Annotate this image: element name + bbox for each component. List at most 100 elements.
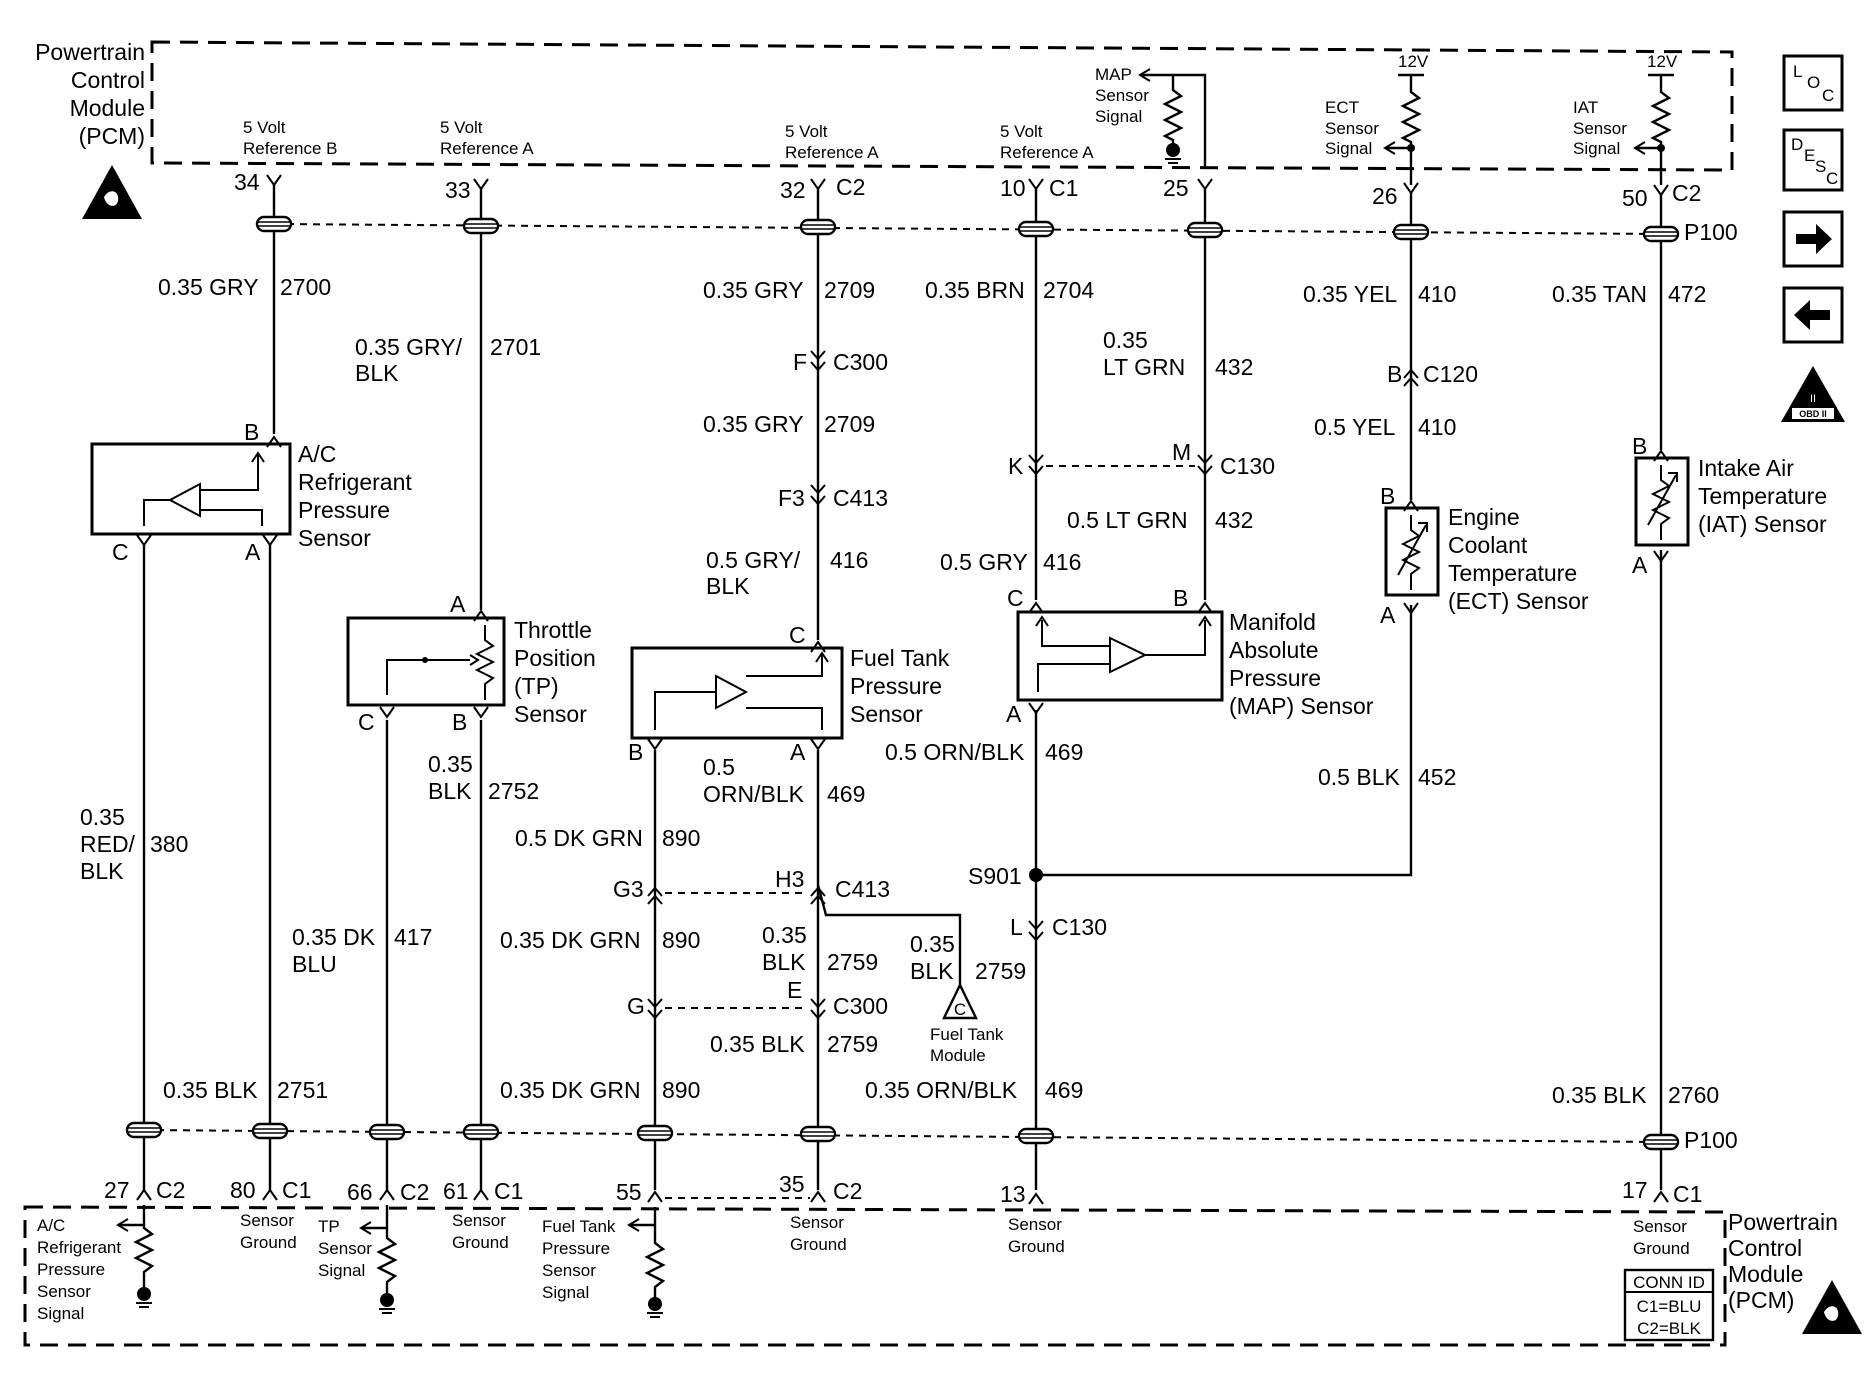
svg-text:BLK: BLK xyxy=(80,858,124,884)
svg-text:0.35 ORN/BLK: 0.35 ORN/BLK xyxy=(865,1077,1018,1103)
ac-pressure-sensor: A/C Refrigerant Pressure Sensor B C A xyxy=(90,419,412,565)
svg-text:B: B xyxy=(1380,483,1395,509)
svg-text:TP: TP xyxy=(318,1217,340,1236)
svg-text:Signal: Signal xyxy=(542,1283,589,1302)
svg-text:472: 472 xyxy=(1668,281,1706,307)
svg-text:Pressure: Pressure xyxy=(37,1260,105,1279)
svg-text:Signal: Signal xyxy=(1573,139,1620,158)
desc-button[interactable]: D E S C xyxy=(1782,128,1844,192)
svg-text:0.35 BRN: 0.35 BRN xyxy=(925,277,1025,303)
svg-text:0.35 GRY/: 0.35 GRY/ xyxy=(355,334,463,360)
svg-text:0.5 BLK: 0.5 BLK xyxy=(1318,764,1400,790)
svg-text:13: 13 xyxy=(1000,1181,1026,1207)
svg-text:Module: Module xyxy=(930,1046,986,1065)
loc-button[interactable]: L O C xyxy=(1782,54,1844,112)
top-pin-labels: 34 33 32 C2 10 C1 25 26 50 C2 P100 xyxy=(234,169,1738,245)
svg-text:G3: G3 xyxy=(613,876,644,902)
pcm-bottom-box xyxy=(23,1205,1727,1347)
svg-text:0.35 BLK: 0.35 BLK xyxy=(163,1077,258,1103)
svg-text:410: 410 xyxy=(1418,281,1456,307)
svg-text:B: B xyxy=(628,739,643,765)
svg-text:Refrigerant: Refrigerant xyxy=(37,1238,121,1257)
svg-text:0.35: 0.35 xyxy=(80,804,125,830)
svg-text:P100: P100 xyxy=(1684,219,1738,245)
svg-text:0.35 GRY: 0.35 GRY xyxy=(158,274,259,300)
svg-text:Control: Control xyxy=(1728,1235,1802,1261)
svg-text:A/C: A/C xyxy=(37,1216,65,1235)
svg-text:Sensor: Sensor xyxy=(318,1239,372,1258)
ect-sensor: Engine Coolant Temperature (ECT) Sensor … xyxy=(1380,483,1589,628)
obd-ii-button[interactable]: II OBD II xyxy=(1781,366,1845,422)
svg-text:C130: C130 xyxy=(1052,914,1107,940)
svg-text:C2: C2 xyxy=(833,1178,862,1204)
svg-text:A: A xyxy=(450,591,466,617)
svg-text:17: 17 xyxy=(1622,1177,1648,1203)
svg-text:A/C: A/C xyxy=(298,441,336,467)
svg-text:Sensor: Sensor xyxy=(298,525,371,551)
svg-text:(ECT) Sensor: (ECT) Sensor xyxy=(1448,588,1589,614)
svg-text:F3: F3 xyxy=(778,485,805,511)
svg-text:C2: C2 xyxy=(400,1179,429,1205)
svg-text:34: 34 xyxy=(234,169,260,195)
pcm-top-box xyxy=(150,40,1734,172)
svg-text:0.35: 0.35 xyxy=(1103,327,1148,353)
svg-text:35: 35 xyxy=(779,1171,805,1197)
svg-text:469: 469 xyxy=(1045,739,1083,765)
svg-text:C413: C413 xyxy=(833,485,888,511)
svg-text:12V: 12V xyxy=(1647,52,1678,71)
svg-text:5 Volt: 5 Volt xyxy=(243,118,286,137)
svg-text:0.35 BLK: 0.35 BLK xyxy=(710,1031,805,1057)
svg-text:O: O xyxy=(1807,73,1820,92)
svg-text:Sensor: Sensor xyxy=(790,1213,844,1232)
svg-text:A: A xyxy=(245,539,261,565)
svg-text:Fuel Tank: Fuel Tank xyxy=(930,1025,1004,1044)
svg-text:BLK: BLK xyxy=(762,949,806,975)
svg-text:Ground: Ground xyxy=(452,1233,509,1252)
svg-text:(PCM): (PCM) xyxy=(79,123,145,149)
svg-text:CONN ID: CONN ID xyxy=(1633,1273,1705,1292)
svg-text:0.35 DK: 0.35 DK xyxy=(292,924,376,950)
svg-text:Ground: Ground xyxy=(790,1235,847,1254)
tp-sensor: Throttle Position (TP) Sensor A C B xyxy=(346,591,596,735)
svg-text:BLK: BLK xyxy=(910,958,954,984)
svg-text:D: D xyxy=(1791,135,1803,154)
svg-text:469: 469 xyxy=(1045,1077,1083,1103)
svg-text:B: B xyxy=(452,709,467,735)
fuel-tank-pressure-sensor: Fuel Tank Pressure Sensor C B A xyxy=(628,622,950,765)
svg-text:890: 890 xyxy=(662,927,700,953)
svg-text:Sensor: Sensor xyxy=(1573,119,1627,138)
svg-text:12V: 12V xyxy=(1398,52,1429,71)
svg-text:2751: 2751 xyxy=(277,1077,328,1103)
svg-text:BLU: BLU xyxy=(292,951,337,977)
svg-text:Ground: Ground xyxy=(1008,1237,1065,1256)
svg-text:A: A xyxy=(790,739,806,765)
svg-text:B: B xyxy=(1387,361,1402,387)
svg-text:C: C xyxy=(954,1000,966,1019)
svg-text:Sensor: Sensor xyxy=(1633,1217,1687,1236)
svg-text:C120: C120 xyxy=(1423,361,1478,387)
svg-text:0.5: 0.5 xyxy=(703,754,735,780)
svg-text:0.5 YEL: 0.5 YEL xyxy=(1314,414,1396,440)
svg-text:H3: H3 xyxy=(775,866,804,892)
bottom-pin-labels: 27 C2 80 C1 66 C2 61 C1 55 35 C2 13 17 C… xyxy=(104,1127,1738,1207)
svg-text:Sensor: Sensor xyxy=(850,701,923,727)
svg-text:Sensor: Sensor xyxy=(240,1211,294,1230)
svg-text:Reference A: Reference A xyxy=(1000,143,1094,162)
svg-text:C1=BLU: C1=BLU xyxy=(1637,1297,1702,1316)
next-button[interactable] xyxy=(1782,210,1844,268)
svg-text:5 Volt: 5 Volt xyxy=(440,118,483,137)
svg-text:Module: Module xyxy=(70,95,145,121)
svg-text:Absolute: Absolute xyxy=(1229,637,1319,663)
svg-text:G: G xyxy=(627,993,645,1019)
svg-text:410: 410 xyxy=(1418,414,1456,440)
svg-text:E: E xyxy=(787,977,802,1003)
svg-text:(IAT) Sensor: (IAT) Sensor xyxy=(1698,511,1827,537)
svg-text:0.5 ORN/BLK: 0.5 ORN/BLK xyxy=(885,739,1025,765)
svg-text:26: 26 xyxy=(1372,183,1398,209)
esd-warning-icon-bottom xyxy=(1802,1280,1862,1334)
svg-text:2759: 2759 xyxy=(827,949,878,975)
svg-text:0.35: 0.35 xyxy=(428,751,473,777)
arrow-right-icon xyxy=(1796,224,1832,254)
back-button[interactable] xyxy=(1782,286,1844,344)
svg-text:Intake Air: Intake Air xyxy=(1698,455,1794,481)
